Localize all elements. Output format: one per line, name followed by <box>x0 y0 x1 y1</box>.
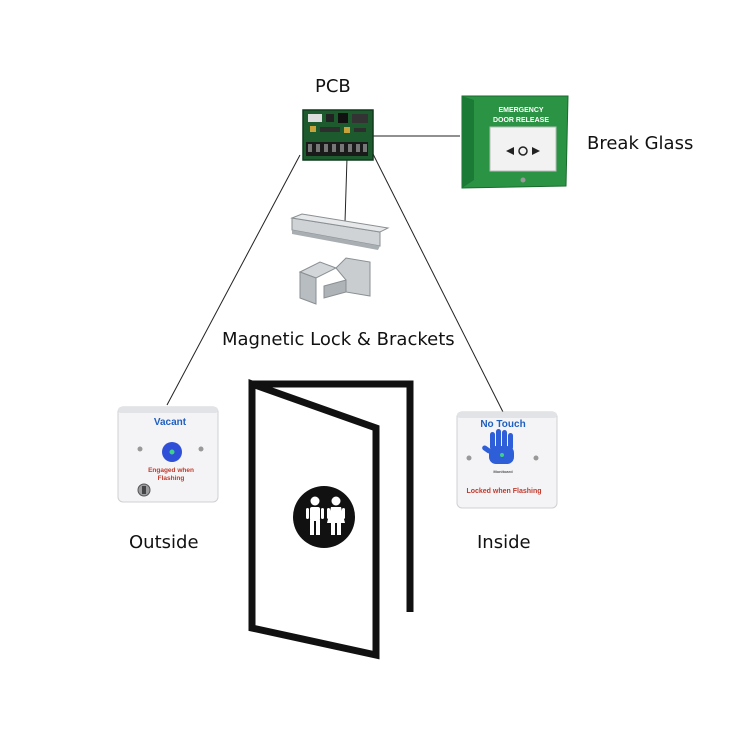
break-glass-line2: DOOR RELEASE <box>493 117 549 124</box>
hand-icon <box>482 429 514 464</box>
outside-unit-caption-2: Flashing <box>158 475 185 482</box>
inside-release-unit: No Touch Monitoard Locked when Flashing <box>456 411 558 509</box>
inside-unit-title: No Touch <box>480 419 525 430</box>
inside-label: Inside <box>477 532 531 553</box>
inside-unit-brand: Monitoard <box>493 469 513 474</box>
break-glass-unit: EMERGENCY DOOR RELEASE <box>461 95 569 189</box>
break-glass-label: Break Glass <box>587 133 694 154</box>
wire-pcb-to-magnetic-lock <box>344 157 348 223</box>
inside-unit-caption: Locked when Flashing <box>466 488 541 495</box>
magnetic-lock-label: Magnetic Lock & Brackets <box>222 329 455 350</box>
pcb-board <box>302 109 374 161</box>
outside-release-unit: Vacant Engaged when Flashing <box>117 406 219 503</box>
wire-pcb-to-outside <box>166 154 301 406</box>
magnetic-lock <box>290 213 390 250</box>
restroom-icon <box>293 486 355 548</box>
arrows-circle-icon <box>506 146 540 156</box>
connection-lines <box>166 135 504 413</box>
outside-label: Outside <box>129 532 199 553</box>
outside-unit-title: Vacant <box>154 417 187 428</box>
lock-brackets <box>298 257 371 305</box>
wire-pcb-to-inside <box>371 151 504 413</box>
break-glass-line1: EMERGENCY <box>498 107 543 114</box>
outside-unit-caption-1: Engaged when <box>148 467 194 474</box>
pcb-label: PCB <box>315 76 351 97</box>
